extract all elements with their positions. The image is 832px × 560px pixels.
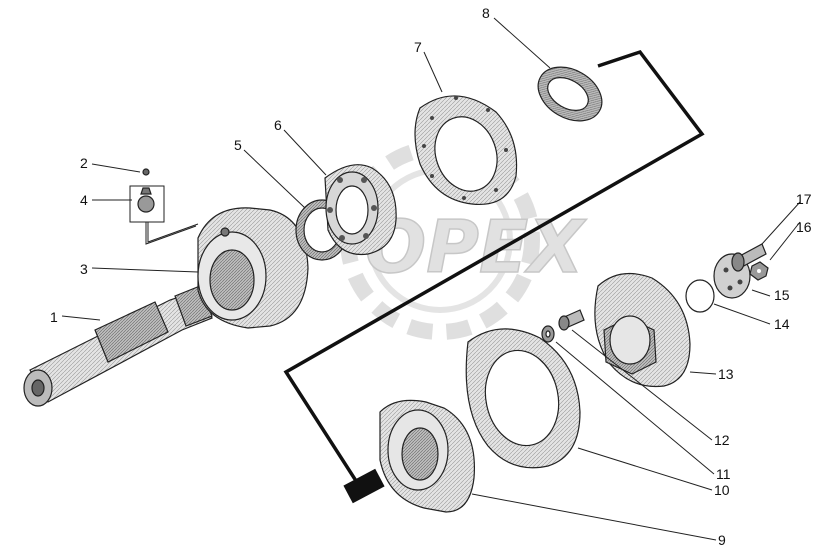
- part-10-large-gasket: [465, 328, 581, 469]
- label-4: 4: [80, 192, 88, 208]
- label-16: 16: [796, 219, 812, 235]
- label-2: 2: [80, 155, 88, 171]
- bracket-end-block: [343, 468, 385, 504]
- part-8-oil-seal: [537, 66, 603, 122]
- label-6: 6: [274, 117, 282, 133]
- part-9-cover: [379, 399, 476, 513]
- label-12: 12: [714, 432, 730, 448]
- label-11: 11: [716, 466, 731, 482]
- label-8: 8: [482, 5, 490, 21]
- part-17-bolt: [731, 243, 767, 272]
- label-7: 7: [414, 39, 422, 55]
- part-2-ball: [142, 168, 150, 176]
- label-1: 1: [50, 309, 58, 325]
- label-15: 15: [774, 287, 790, 303]
- part-16-nut: [749, 261, 769, 281]
- part-7-gasket: [414, 95, 518, 206]
- label-10: 10: [714, 482, 730, 498]
- part-6-bearing: [324, 164, 397, 256]
- part-12-bolt: [558, 309, 585, 331]
- part-13-flange: [594, 272, 691, 388]
- leader-lines: [61, 17, 801, 541]
- label-17: 17: [796, 191, 812, 207]
- label-5: 5: [234, 137, 242, 153]
- label-13: 13: [718, 366, 734, 382]
- part-1-shaft: [23, 285, 213, 407]
- part-11-washer: [541, 325, 555, 343]
- label-3: 3: [80, 261, 88, 277]
- part-3-housing: [197, 207, 309, 329]
- part-4-fitting-box: [129, 185, 199, 245]
- label-9: 9: [718, 532, 726, 548]
- label-14: 14: [774, 316, 790, 332]
- part-14-snap-ring: [685, 279, 715, 313]
